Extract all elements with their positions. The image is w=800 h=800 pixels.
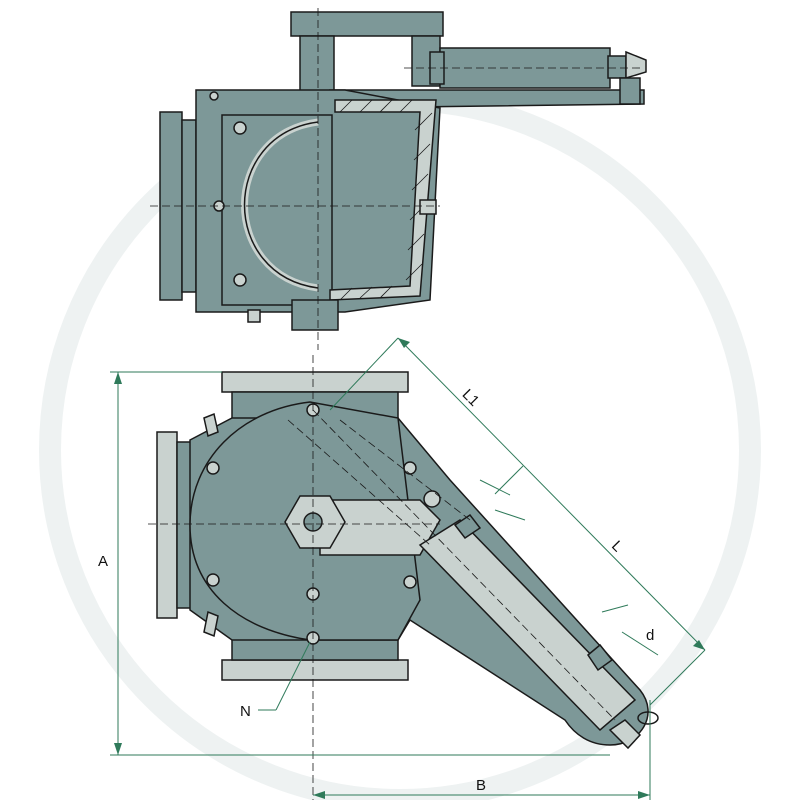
small-bolt-icon bbox=[247, 309, 261, 323]
dim-label-L: L bbox=[608, 537, 626, 555]
bottom-outlet-flange bbox=[221, 659, 409, 681]
callout-label-N: N bbox=[240, 703, 251, 720]
top-outlet-flange bbox=[221, 371, 409, 393]
hatching bbox=[339, 99, 433, 301]
dim-label-d: d bbox=[646, 627, 654, 644]
bolt-icon bbox=[209, 91, 219, 101]
front-centerlines bbox=[148, 355, 616, 800]
rail-end-bracket bbox=[619, 77, 641, 105]
top-centerlines bbox=[150, 8, 640, 350]
diagonal-cylinder bbox=[418, 519, 637, 732]
dim-label-B: B bbox=[476, 777, 486, 794]
cylinder-clevis bbox=[625, 50, 647, 80]
bolt-icon bbox=[403, 461, 417, 475]
dimension-arrowheads bbox=[114, 338, 705, 799]
top-bracket-plate bbox=[290, 11, 444, 37]
bolt-icon bbox=[206, 461, 220, 475]
cylinder-collar bbox=[453, 513, 482, 540]
side-knob bbox=[419, 199, 437, 215]
inlet-flange bbox=[156, 431, 178, 619]
wing-nut-ring bbox=[637, 711, 659, 725]
bolt-icon bbox=[233, 273, 247, 287]
wing-nut-icon bbox=[608, 719, 642, 750]
front-view bbox=[156, 371, 659, 750]
dim-label-A: A bbox=[98, 553, 108, 570]
curved-gate-line bbox=[243, 121, 319, 289]
top-view bbox=[159, 11, 647, 331]
bottom-nut bbox=[291, 299, 339, 331]
left-spike-top bbox=[203, 412, 219, 438]
dim-label-L1: L1 bbox=[459, 386, 483, 410]
pivot-pin-icon bbox=[423, 490, 441, 508]
dimension-lines bbox=[110, 337, 706, 800]
cylinder-rod-collar bbox=[587, 643, 614, 672]
bolt-icon bbox=[403, 575, 417, 589]
bolt-icon bbox=[233, 121, 247, 135]
cylinder-end-right bbox=[607, 55, 627, 79]
bolt-icon bbox=[206, 573, 220, 587]
left-spike-bottom bbox=[203, 610, 219, 638]
